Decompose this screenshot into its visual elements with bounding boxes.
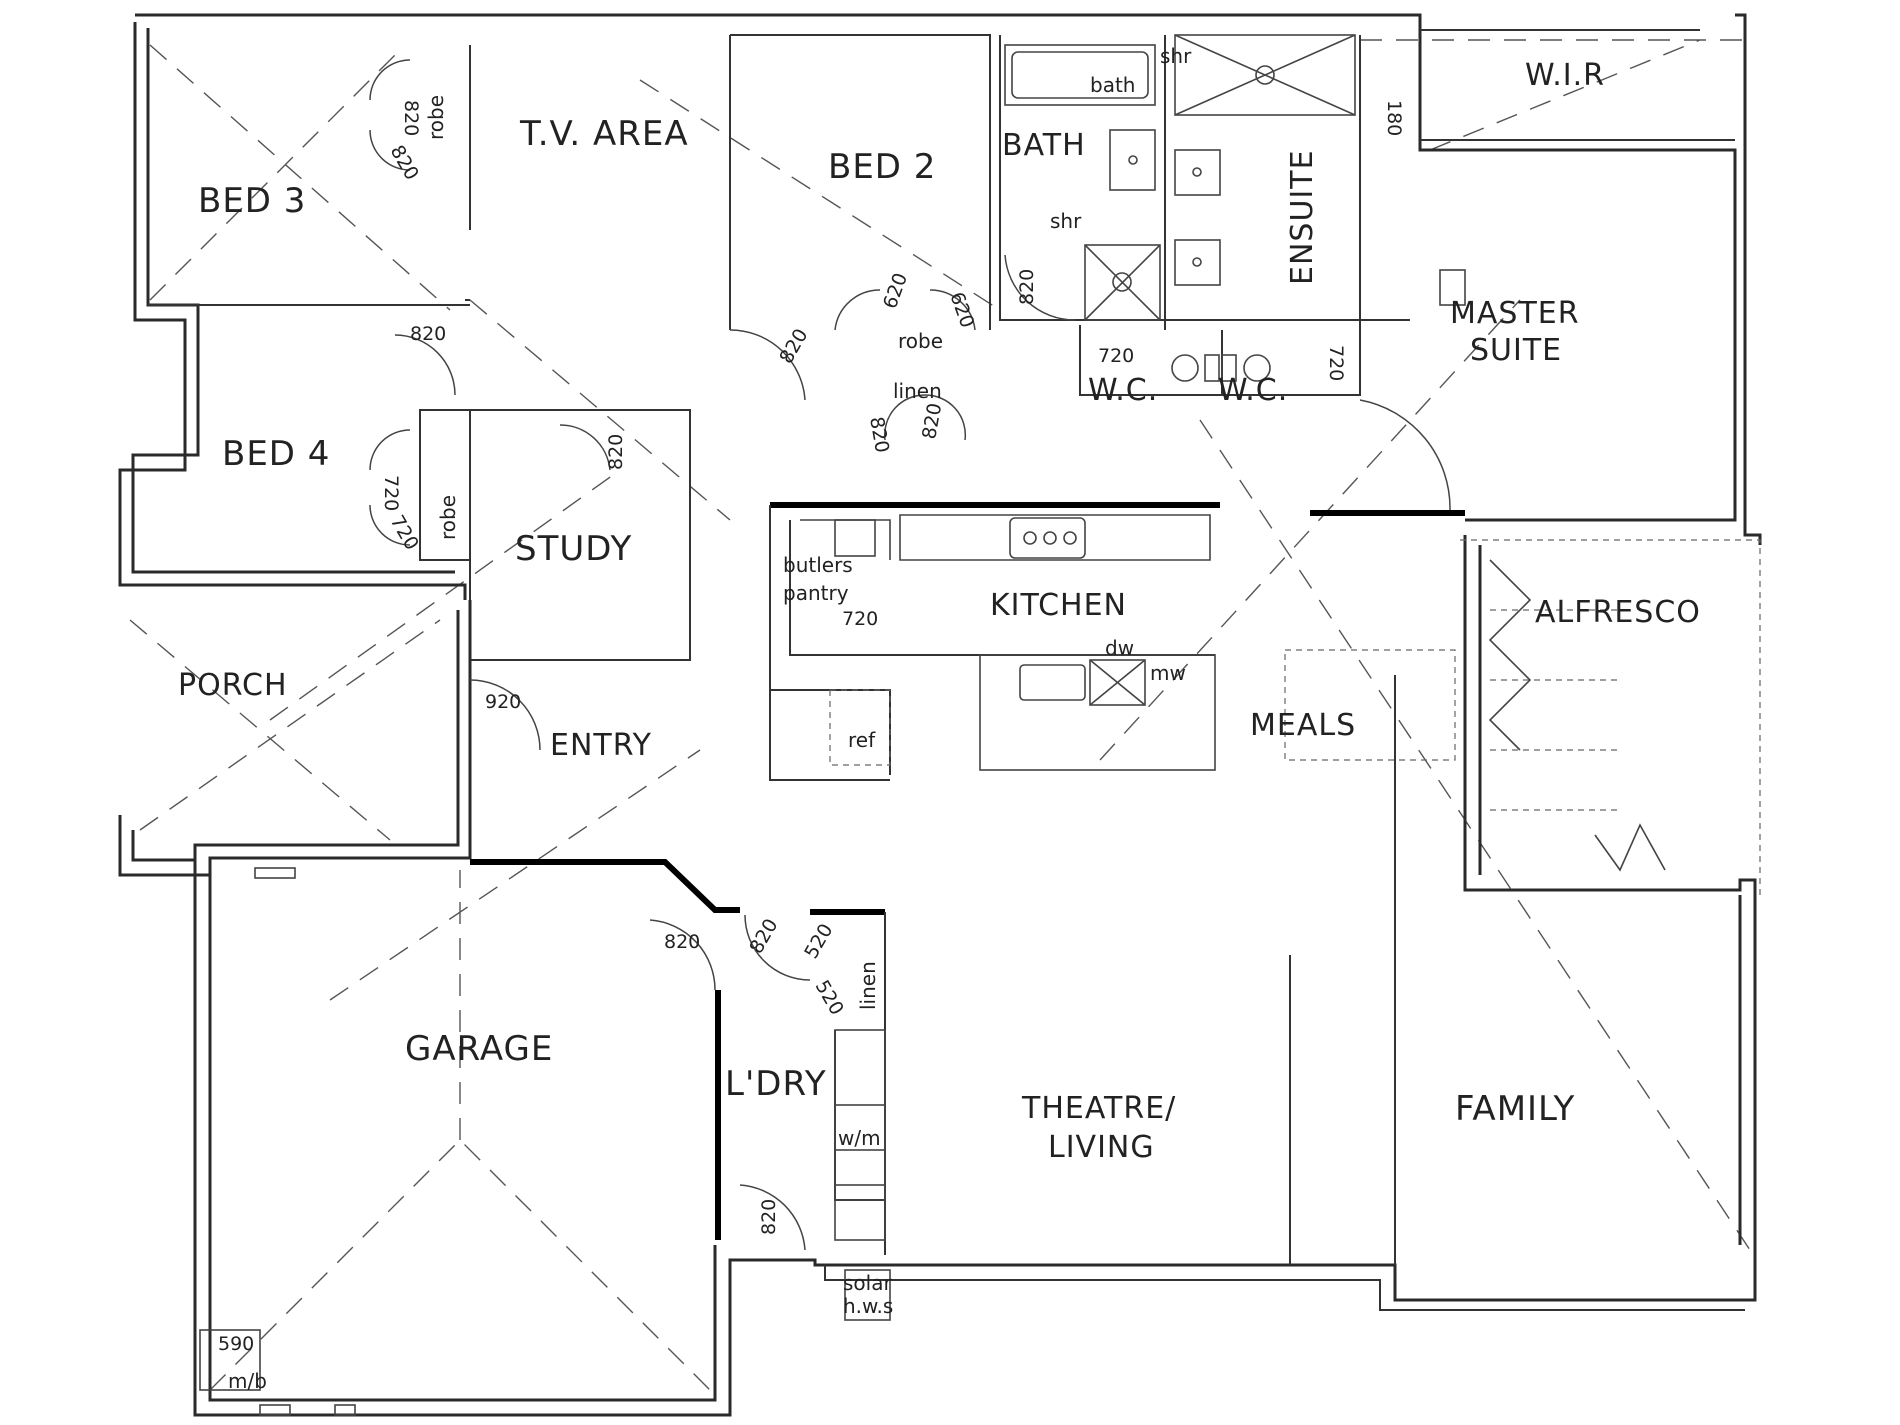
dim-bed3-robe-b: 820: [386, 142, 423, 184]
meter-box-label: m/b: [228, 1369, 267, 1393]
room-diagonals: [129, 39, 1751, 1391]
room-meals: MEALS: [1250, 708, 1356, 743]
dim-bed2-robe-a: 620: [879, 270, 912, 312]
dim-garage-door: 820: [664, 931, 700, 953]
door-swings: [369, 59, 1451, 1251]
butlers-label-line1: butlers: [783, 553, 853, 577]
dim-meter-box: 590: [218, 1333, 254, 1355]
solar-hws-label-line2: h.w.s: [843, 1294, 893, 1318]
robe-bed2-label: robe: [898, 329, 943, 353]
washing-machine-label: w/m: [838, 1126, 881, 1150]
bath-label: bath: [1090, 73, 1135, 97]
fridge-label: ref: [848, 728, 876, 752]
dim-laundry-outer-door: 820: [758, 1199, 780, 1235]
dim-entry-door: 920: [485, 691, 521, 713]
room-master-line2: SUITE: [1470, 333, 1562, 368]
dim-bath-door: 820: [1016, 269, 1038, 305]
dim-bed2-door: 820: [775, 325, 812, 367]
wc-2-label: W.C.: [1218, 373, 1288, 408]
room-alfresco: ALFRESCO: [1535, 595, 1701, 630]
room-kitchen: KITCHEN: [990, 588, 1127, 623]
butlers-label-line2: pantry: [783, 581, 849, 605]
dim-linen-b: 820: [918, 401, 946, 441]
robe-bed4-label: robe: [436, 495, 460, 540]
linen-hall-label: linen: [893, 379, 942, 403]
shower-ensuite-label: shr: [1160, 44, 1192, 68]
room-laundry: L'DRY: [725, 1064, 827, 1104]
dim-wc-1-door: 720: [1098, 345, 1134, 367]
room-family: FAMILY: [1455, 1089, 1575, 1129]
solar-hws-label-line1: solar: [843, 1271, 892, 1295]
dim-study-door: 820: [605, 434, 627, 470]
room-theatre-line2: LIVING: [1048, 1130, 1155, 1165]
dim-laundry-door: 820: [745, 915, 782, 957]
wc-1-label: W.C.: [1088, 373, 1158, 408]
dim-laundry-linen-b: 520: [811, 977, 848, 1019]
dim-bed3-door: 820: [410, 323, 446, 345]
room-study: STUDY: [515, 529, 632, 569]
microwave-label: mw: [1150, 661, 1186, 685]
room-porch: PORCH: [178, 668, 288, 703]
room-garage: GARAGE: [405, 1029, 553, 1069]
robe-bed3-label: robe: [424, 95, 448, 140]
room-ensuite: ENSUITE: [1285, 149, 1320, 285]
walls: [118, 13, 1762, 1417]
room-theatre-line1: THEATRE/: [1021, 1091, 1176, 1126]
dim-pantry-door: 720: [842, 608, 878, 630]
room-bath: BATH: [1002, 128, 1086, 163]
fixtures: [199, 34, 1666, 1416]
dim-wir-door: 180: [1383, 100, 1405, 136]
dim-laundry-linen-a: 520: [800, 920, 837, 962]
room-bed-3: BED 3: [198, 181, 306, 221]
fixture-labels: robe robe robe linen linen bath shr shr …: [228, 44, 1288, 1393]
room-entry: ENTRY: [550, 728, 652, 763]
dim-bed3-robe-a: 820: [400, 100, 422, 136]
room-labels: BED 3 T.V. AREA BED 2 BATH ENSUITE W.I.R…: [178, 58, 1701, 1165]
dim-wc-2-door: 720: [1325, 345, 1347, 381]
room-bed-4: BED 4: [222, 434, 330, 474]
dim-linen-a: 820: [865, 415, 893, 455]
dim-bed4-robe-a: 720: [380, 475, 402, 511]
dishwasher-label: dw: [1105, 636, 1134, 660]
room-wir: W.I.R: [1525, 58, 1605, 93]
dimension-labels: 820 820 820 820 620 620 820 820 820 720 …: [218, 100, 1405, 1355]
room-bed-2: BED 2: [828, 147, 936, 187]
room-master-line1: MASTER: [1450, 296, 1580, 331]
dim-bed2-robe-b: 620: [945, 289, 978, 331]
room-tv-area: T.V. AREA: [519, 114, 689, 154]
linen-laundry-label: linen: [856, 961, 880, 1010]
shower-bath-label: shr: [1050, 209, 1082, 233]
dim-bed4-robe-b: 720: [386, 512, 423, 554]
